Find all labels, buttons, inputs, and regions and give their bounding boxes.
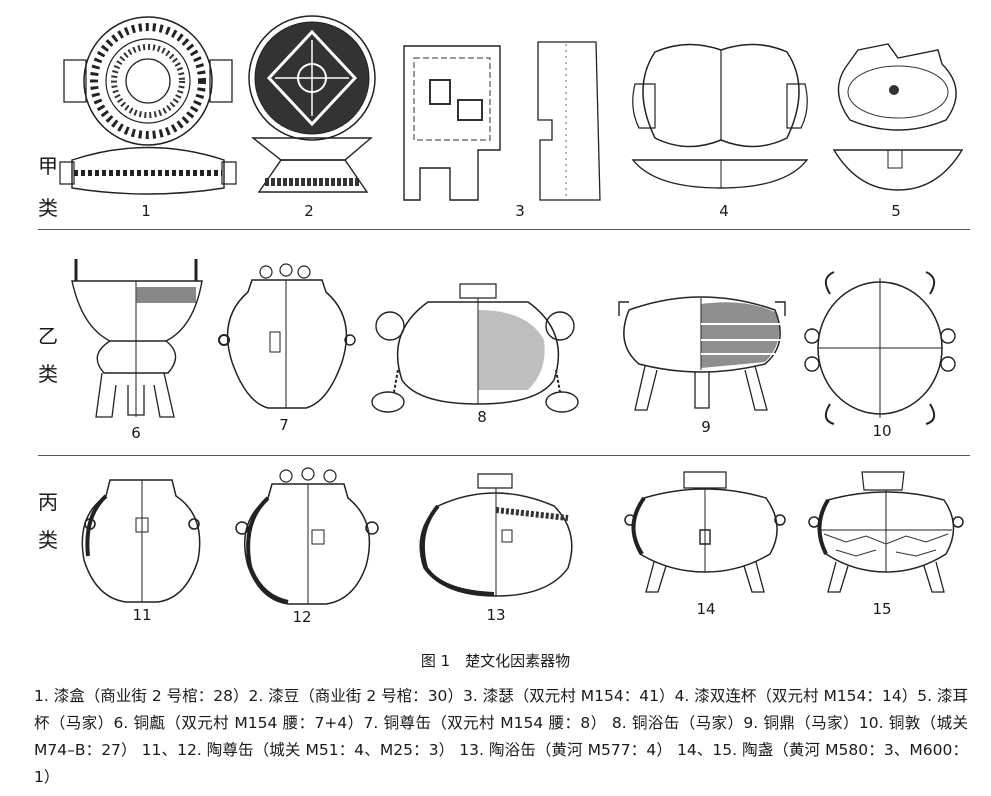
row-label-bing-2: 类 xyxy=(38,528,58,552)
figure-10-bronze-dui xyxy=(800,264,960,429)
figure-14-pottery-zhan xyxy=(620,470,790,595)
figure-12-pottery-zun-fou xyxy=(232,466,382,608)
row-divider-2 xyxy=(38,455,970,456)
figure-4-number: 4 xyxy=(719,202,729,220)
figure-8-bronze-bath-fou xyxy=(368,280,588,420)
figure-6-bronze-yan xyxy=(68,255,208,420)
figure-15-number: 15 xyxy=(872,600,892,618)
row-divider-1 xyxy=(38,229,970,230)
figure-2-number: 2 xyxy=(304,202,314,220)
figure-10-number: 10 xyxy=(872,422,892,440)
row-label-jia-2: 类 xyxy=(38,196,58,220)
figure-3-lacquer-se xyxy=(400,40,610,205)
figure-7-number: 7 xyxy=(279,416,289,434)
figure-9-bronze-ding xyxy=(615,290,790,415)
figure-15-pottery-zhan xyxy=(806,470,966,595)
figure-5-lacquer-ear-cup xyxy=(828,40,968,195)
figure-11-number: 11 xyxy=(132,606,152,624)
figure-4-lacquer-twin-cup xyxy=(625,38,815,198)
figure-5-number: 5 xyxy=(891,202,901,220)
figure-12-number: 12 xyxy=(292,608,312,626)
figure-caption-title: 图 1 楚文化因素器物 xyxy=(420,652,571,670)
row-label-bing-1: 丙 xyxy=(38,490,58,514)
figure-11-pottery-zun-fou xyxy=(72,476,212,606)
row-label-yi-2: 类 xyxy=(38,362,58,386)
figure-1-number: 1 xyxy=(141,202,151,220)
figure-7-bronze-zun-fou xyxy=(218,262,358,412)
figure-14-number: 14 xyxy=(696,600,716,618)
figure-caption-body: 1. 漆盒（商业街 2 号棺：28）2. 漆豆（商业街 2 号棺：30）3. 漆… xyxy=(34,687,968,786)
row-label-jia-1: 甲 xyxy=(38,154,58,178)
figure-13-number: 13 xyxy=(486,606,506,624)
figure-1-lacquer-box xyxy=(58,10,238,200)
figure-2-lacquer-dou xyxy=(245,10,380,200)
row-label-yi-1: 乙 xyxy=(38,324,58,348)
figure-3-number: 3 xyxy=(515,202,525,220)
figure-8-number: 8 xyxy=(477,408,487,426)
figure-6-number: 6 xyxy=(131,424,141,442)
figure-9-number: 9 xyxy=(701,418,711,436)
figure-13-pottery-bath-fou xyxy=(408,472,583,600)
